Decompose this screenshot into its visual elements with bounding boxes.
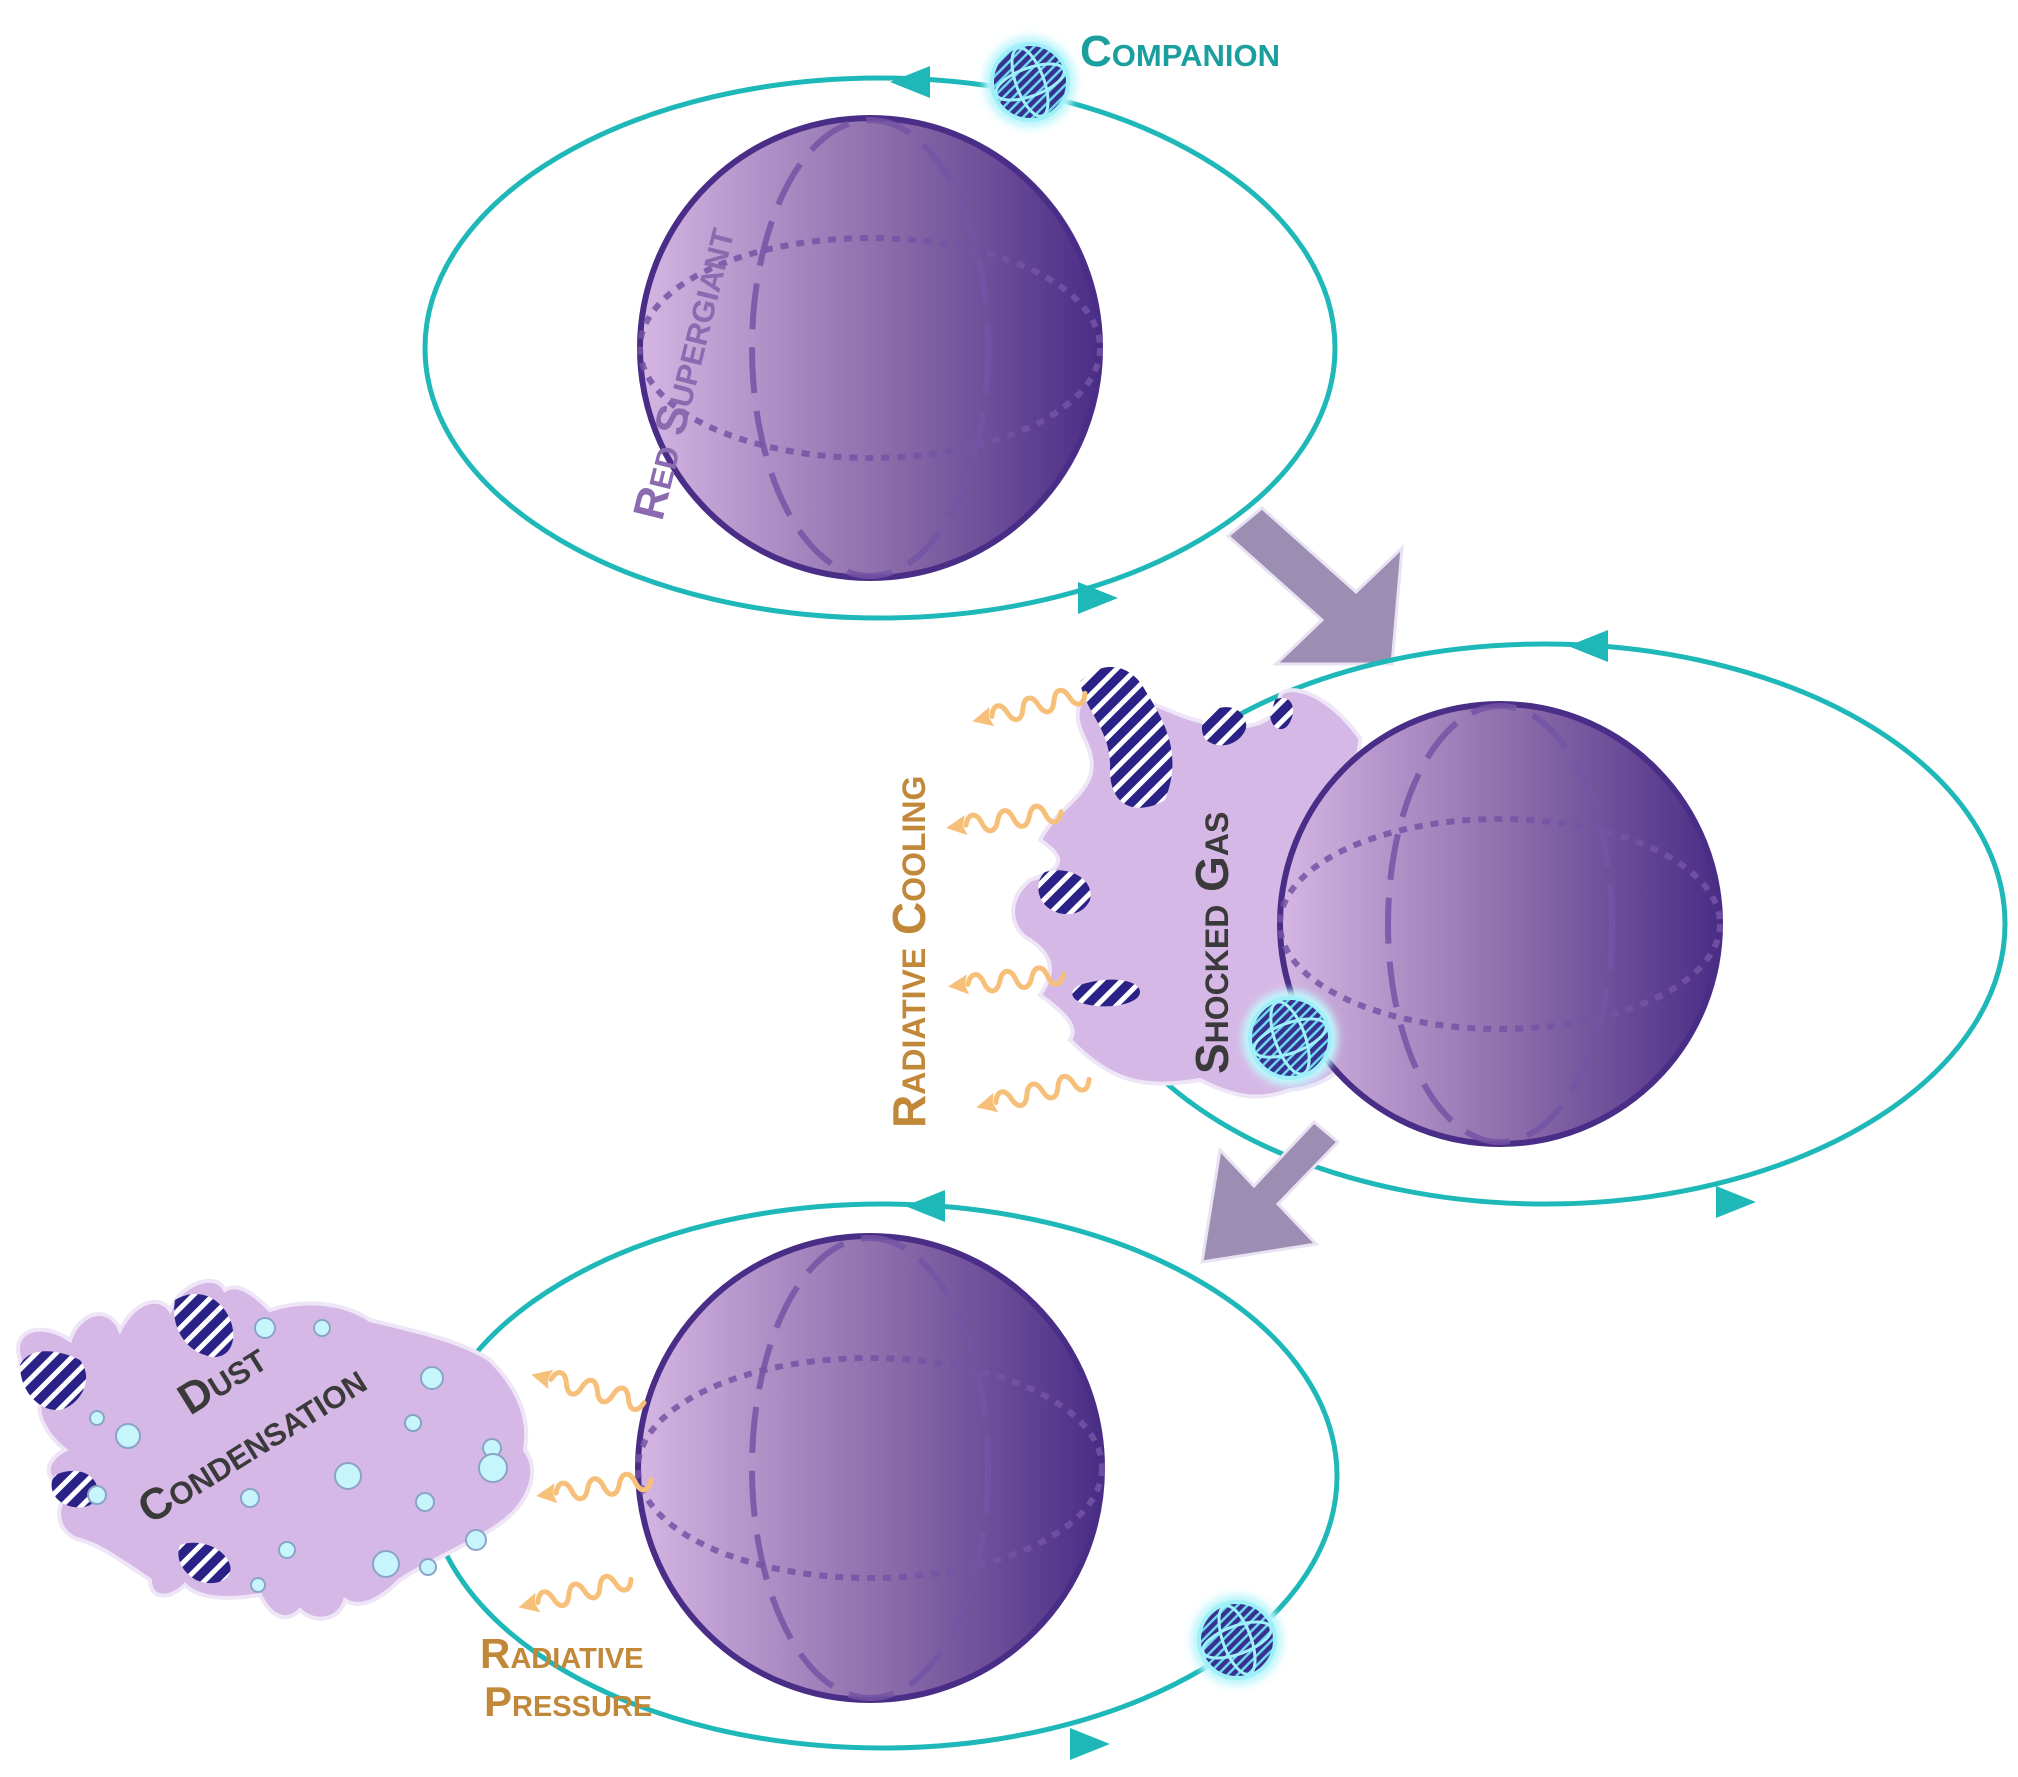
wavy-arrow-icon — [974, 1070, 1091, 1117]
orbit-direction-arrow-icon — [1070, 1728, 1110, 1760]
orbit-direction-arrow-icon — [890, 66, 930, 98]
orbit-direction-arrow-icon — [1078, 582, 1118, 614]
wavy-arrow-icon — [970, 684, 1087, 731]
red-supergiant-star — [637, 115, 1103, 581]
stage-arrow-1-icon — [1225, 506, 1404, 666]
wavy-arrow-icon — [535, 1470, 653, 1506]
radiative-pressure-waves — [516, 1365, 652, 1617]
red-supergiant-star-2 — [1277, 701, 1723, 1147]
red-supergiant-star-3 — [635, 1233, 1105, 1703]
companion-star-2 — [1242, 990, 1338, 1086]
wavy-arrow-icon — [529, 1365, 646, 1412]
dust-condensation-cloud — [16, 1278, 535, 1621]
radiative-cooling-label: Radiative Cooling — [883, 776, 935, 1128]
radiative-pressure-label-line2: Pressure — [484, 1678, 652, 1725]
orbit-1 — [422, 75, 1338, 621]
radiative-pressure-label-line1: Radiative — [480, 1630, 644, 1677]
orbit-direction-arrow-icon — [1568, 630, 1608, 662]
dust-grains — [87, 1317, 508, 1593]
orbit-direction-arrow-icon — [1716, 1186, 1756, 1218]
wavy-arrow-icon — [516, 1570, 633, 1617]
companion-star-3 — [1191, 1594, 1283, 1686]
stage-arrow-2-icon — [1200, 1119, 1341, 1264]
shocked-gas-label: Shocked Gas — [1186, 812, 1238, 1074]
stage-2: Radiative Cooling Shocked Gas — [883, 630, 2008, 1218]
companion-label: Companion — [1080, 27, 1280, 76]
companion-star — [984, 36, 1076, 128]
orbit-direction-arrow-icon — [905, 1190, 945, 1222]
stage-3: Dust Condensation Radiative Pressure — [16, 1190, 1340, 1760]
stage-1: Companion Red Supergiant — [422, 27, 1338, 621]
